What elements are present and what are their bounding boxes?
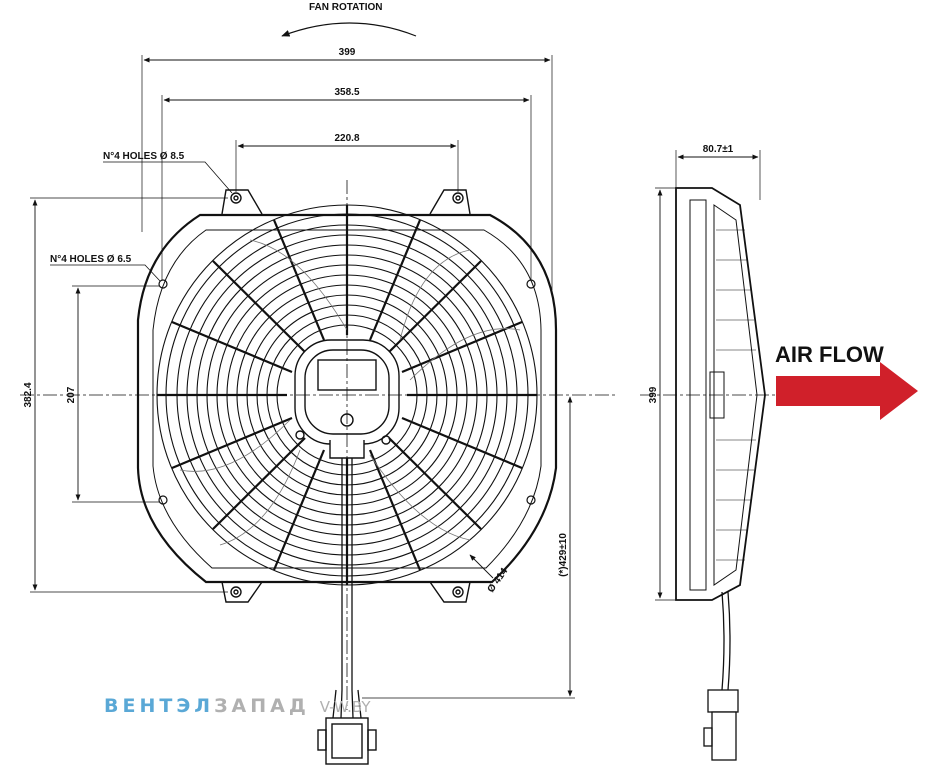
extension-lines [30, 55, 761, 699]
leader-line [103, 161, 233, 194]
rotation-arrow [281, 22, 417, 37]
connector [317, 717, 377, 765]
watermark-part2: ЗАПАД [214, 695, 310, 717]
dim-side-height: 399 [648, 386, 659, 403]
mounting-hole [526, 495, 536, 505]
watermark-part3: V-W.BY [320, 698, 372, 716]
leader-line [50, 264, 161, 282]
side-cable [721, 591, 725, 691]
side-view [675, 187, 766, 761]
air-flow-label: AIR FLOW [775, 342, 884, 367]
fan-housing [136, 213, 558, 584]
dimension-lines [32, 57, 759, 697]
dim-hole-spacing-vertical: 207 [66, 386, 77, 403]
side-housing [675, 187, 766, 601]
dim-diameter: Ø 414 [486, 566, 511, 595]
side-connector [703, 689, 739, 761]
fan-blades [179, 239, 521, 546]
mounting-lug [429, 581, 471, 603]
mounting-lug [221, 189, 263, 215]
dim-hole-spacing-top: 220.8 [334, 133, 359, 144]
mounting-hole [158, 279, 168, 289]
air-flow-arrow [776, 362, 918, 420]
watermark-part1: ВЕНТЭЛ [104, 695, 214, 717]
watermark: ВЕНТЭЛЗАПАД V-W.BY [104, 695, 371, 717]
note-holes-a: N°4 HOLES Ø 8.5 [103, 151, 185, 162]
dim-overall-width: 399 [339, 47, 356, 58]
cable [332, 458, 362, 719]
dim-height-left: 382.4 [23, 382, 34, 407]
fan-rotation-label: FAN ROTATION [309, 2, 383, 13]
side-label-plate [709, 371, 725, 419]
centerlines [20, 180, 775, 710]
mounting-hole [158, 495, 168, 505]
note-holes-b: N°4 HOLES Ø 6.5 [50, 254, 132, 265]
mounting-lug [429, 189, 471, 215]
dim-depth: 80.7±1 [703, 144, 734, 155]
dim-hole-spacing-wide: 358.5 [334, 87, 359, 98]
dim-cable-length: (*)429±10 [558, 533, 569, 577]
